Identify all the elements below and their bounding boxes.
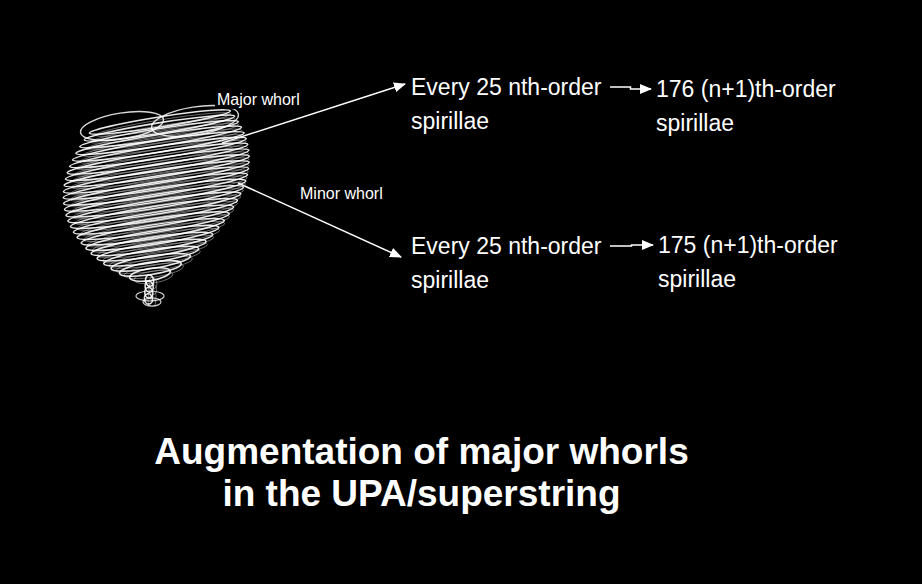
whorl-label: Minor whorl [298,184,385,203]
diagram-title: Augmentation of major whorls in the UPA/… [144,431,699,515]
node-text: Every 25 nth-order spirillae [411,233,601,293]
whorl-tail [143,298,161,306]
node-text: 176 (n+1)th-order spirillae [656,76,836,136]
node-text: 175 (n+1)th-order spirillae [658,232,838,292]
text-node: 175 (n+1)th-order spirillae [658,228,840,296]
whorl [65,180,245,222]
text-node: Every 25 nth-order spirillae [411,229,604,297]
whorl [67,187,242,228]
flow-arrow [610,87,651,89]
leader-arrow [238,183,401,257]
whorl [69,193,238,233]
whorl-label: Major whorl [215,90,302,109]
upa-illustration [62,100,250,307]
text-node: 176 (n+1)th-order spirillae [656,72,838,140]
whorl-lobe [78,107,165,146]
flow-arrow [610,245,653,246]
text-node: Every 25 nth-order spirillae [411,70,604,138]
node-text: Every 25 nth-order spirillae [411,74,601,134]
